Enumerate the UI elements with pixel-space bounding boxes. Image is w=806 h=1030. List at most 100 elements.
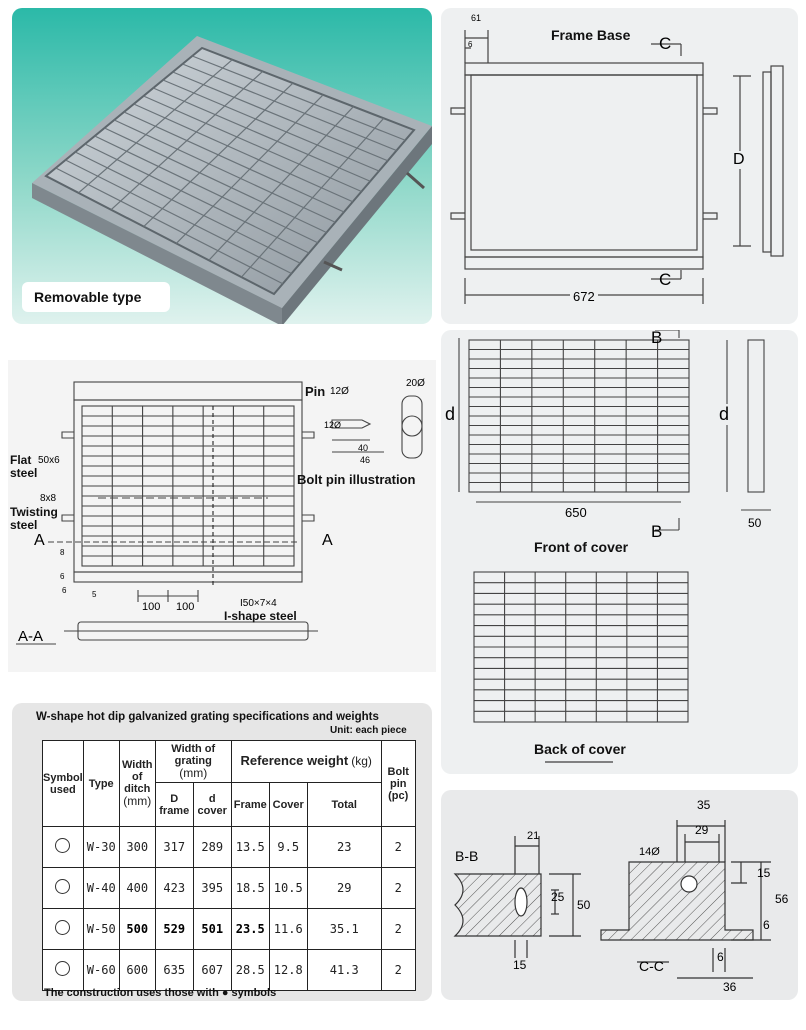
dim-b-50: 50 — [577, 898, 591, 912]
header-type: Type — [82, 740, 120, 827]
cell-frame: 28.5 — [230, 949, 270, 991]
header-cover: Cover — [268, 782, 308, 827]
dim-c-29: 29 — [695, 823, 709, 837]
dim-6: 6 — [468, 40, 473, 49]
table-unit: Unit: each piece — [330, 725, 407, 736]
cell-pin: 2 — [380, 949, 416, 991]
photo-caption-box — [22, 282, 170, 312]
flat-steel-label: Flat — [10, 453, 32, 467]
cell-cover: 11.6 — [268, 908, 308, 950]
pin-shank-size: 12Ø — [324, 420, 342, 430]
section-bb-label: B-B — [455, 848, 479, 864]
cell-D: 423 — [154, 867, 194, 909]
cell-total: 41.3 — [306, 949, 382, 991]
table-row: W-30 300 317 289 13.5 9.5 23 2 — [42, 826, 416, 868]
dim-c-56: 56 — [775, 892, 789, 906]
header-ref: Reference weight (kg) — [230, 740, 382, 783]
product-photo-panel: Removable type — [12, 8, 432, 324]
table-footnote: The construction uses those with ● symbo… — [44, 987, 277, 999]
dim-50-side: 50 — [748, 516, 762, 530]
header-grating-text: Width of grating — [171, 743, 216, 767]
dim-D: D — [733, 151, 745, 169]
dim-61: 61 — [471, 13, 482, 23]
frame-base-title: Frame Base — [551, 27, 631, 43]
cell-type: W-60 — [82, 949, 120, 991]
cell-pin: 2 — [380, 867, 416, 909]
header-ref-text: Reference weight — [240, 753, 349, 768]
i-shape-size: I50×7×4 — [240, 598, 277, 609]
dim-c-15: 15 — [757, 866, 771, 880]
cover-panel: B B 650 d d 50 Front of cover Back of co… — [441, 330, 798, 774]
dim-8: 8 — [60, 548, 65, 557]
header-total: Total — [306, 782, 382, 827]
header-ditch-unit: (mm) — [123, 794, 152, 808]
section-aa-label: A-A — [18, 628, 44, 645]
header-grating-unit: (mm) — [179, 766, 208, 780]
symbol-cell — [42, 949, 84, 991]
cell-D: 529 — [154, 908, 194, 950]
section-a-right: A — [322, 532, 333, 549]
pin-head-size: 20Ø — [406, 378, 425, 389]
cell-total: 35.1 — [306, 908, 382, 950]
twisting-steel-label: Twisting — [10, 505, 58, 519]
pin-size: 12Ø — [330, 386, 349, 397]
flat-steel-label-2: steel — [10, 466, 38, 480]
spec-table-panel: W-shape hot dip galvanized grating speci… — [12, 703, 432, 1001]
open-circle-icon — [55, 920, 71, 935]
sections-drawing — [453, 820, 771, 979]
dim-650: 650 — [563, 505, 589, 520]
section-b-top: B — [651, 330, 663, 347]
section-c-top: C — [659, 34, 672, 53]
cell-d: 395 — [192, 867, 232, 909]
cell-cover: 9.5 — [268, 826, 308, 868]
section-cc-label: C-C — [639, 958, 664, 974]
dim-5: 5 — [92, 590, 97, 599]
header-frame: Frame — [230, 782, 270, 827]
dim-b-21: 21 — [527, 830, 540, 842]
frame-base-drawing — [450, 30, 784, 304]
dim-c-35: 35 — [697, 798, 711, 812]
bolt-pin-caption: Bolt pin illustration — [297, 472, 416, 487]
header-D: D frame — [154, 782, 194, 827]
section-b-bottom: B — [651, 522, 663, 541]
grating-photo — [32, 36, 432, 324]
cell-frame: 18.5 — [230, 867, 270, 909]
i-shape-label: I-shape steel — [224, 609, 297, 623]
dim-c-6b: 6 — [717, 950, 724, 964]
header-grating: Width of grating(mm) — [154, 740, 232, 783]
dim-6b: 6 — [62, 586, 67, 595]
dim-b-25: 25 — [551, 890, 565, 904]
dim-c-36: 36 — [723, 980, 737, 994]
dim-d-side: d — [719, 404, 730, 425]
cell-type: W-50 — [82, 908, 120, 950]
section-c-bottom: C — [659, 270, 672, 289]
cell-cover: 12.8 — [268, 949, 308, 991]
pin-len-40: 40 — [358, 443, 369, 453]
spacing-100b: 100 — [176, 601, 195, 613]
cell-ditch: 600 — [118, 949, 156, 991]
cell-D: 317 — [154, 826, 194, 868]
cell-total: 29 — [306, 867, 382, 909]
cell-frame: 23.5 — [230, 908, 270, 950]
sections-panel: B-B C-C 21 25 50 15 35 29 14Ø 15 56 6 6 … — [441, 790, 798, 1000]
dim-672: 672 — [570, 289, 598, 304]
dim-d-front: d — [445, 404, 456, 424]
cell-pin: 2 — [380, 908, 416, 950]
symbol-cell — [42, 908, 84, 950]
cell-total: 23 — [306, 826, 382, 868]
header-bolt: Bolt pin (pc) — [380, 740, 416, 827]
dim-c-14: 14Ø — [639, 846, 660, 858]
header-ditch-text: Width of ditch — [122, 759, 153, 795]
open-circle-icon — [55, 961, 71, 976]
flat-steel-size: 50x6 — [38, 455, 60, 466]
cell-cover: 10.5 — [268, 867, 308, 909]
cell-d: 289 — [192, 826, 232, 868]
section-a-left: A — [34, 532, 45, 549]
symbol-cell — [42, 826, 84, 868]
front-caption: Front of cover — [534, 539, 629, 555]
table-title: W-shape hot dip galvanized grating speci… — [36, 711, 379, 723]
cell-ditch: 400 — [118, 867, 156, 909]
spec-table: Symbol used Type Width of ditch(mm) Widt… — [42, 740, 416, 991]
cell-ditch: 500 — [118, 908, 156, 950]
header-d: d cover — [192, 782, 232, 827]
